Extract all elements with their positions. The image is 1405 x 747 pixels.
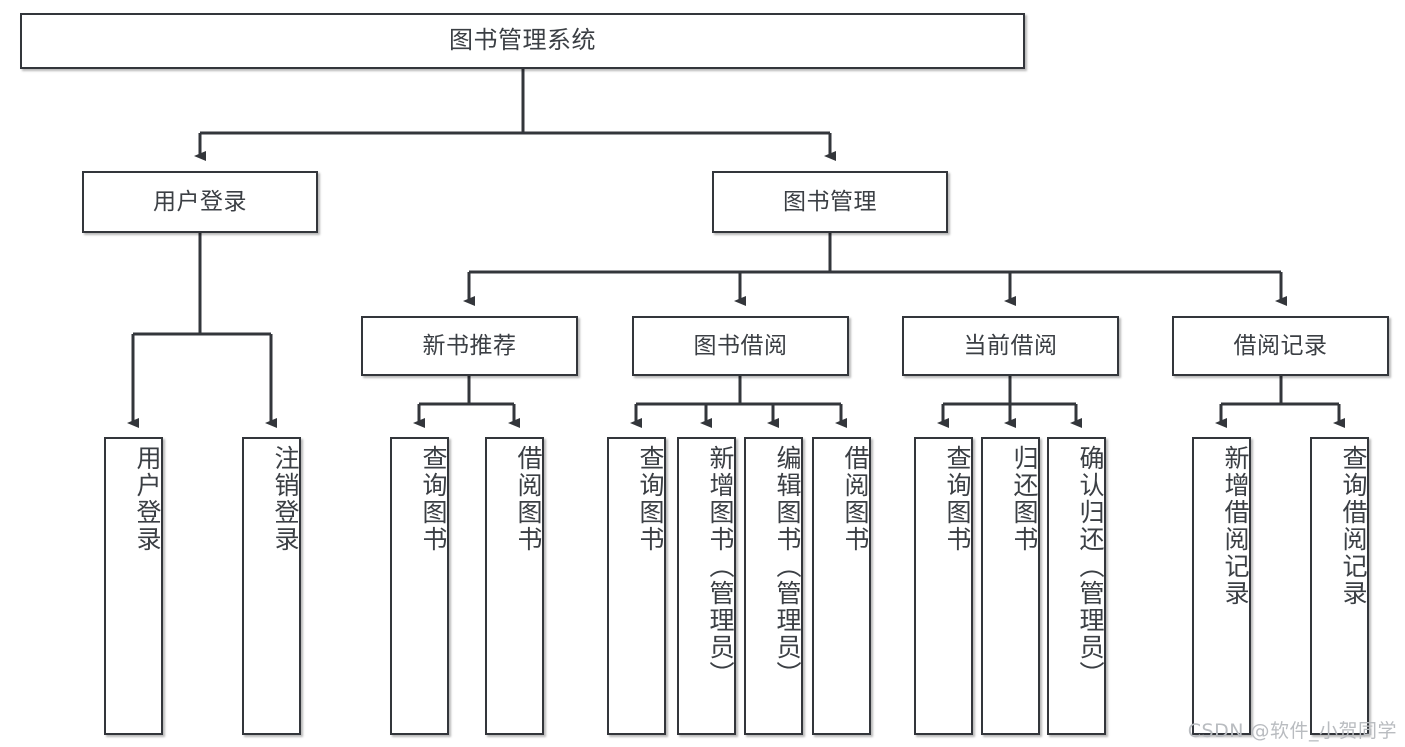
leaf-logout[interactable]: 注销登录 — [242, 437, 301, 735]
node-label: 用户登录 — [133, 445, 162, 553]
leaf-query-book-current[interactable]: 查询图书 — [914, 437, 973, 735]
leaf-user-login[interactable]: 用户登录 — [104, 437, 163, 735]
node-label: 新书推荐 — [422, 332, 517, 359]
node-label: 借阅图书 — [514, 445, 543, 553]
node-label: 注销登录 — [271, 445, 300, 553]
leaf-confirm-return-admin[interactable]: 确认归还（管理员） — [1047, 437, 1106, 735]
leaf-query-book-borrow[interactable]: 查询图书 — [607, 437, 666, 735]
leaf-return-book[interactable]: 归还图书 — [981, 437, 1040, 735]
node-label: 确认归还（管理员） — [1076, 445, 1105, 688]
leaf-borrow-book[interactable]: 借阅图书 — [812, 437, 871, 735]
node-label: 新增借阅记录 — [1221, 445, 1250, 607]
node-label: 用户登录 — [153, 188, 247, 215]
leaf-query-borrow-record[interactable]: 查询借阅记录 — [1310, 437, 1369, 735]
leaf-borrow-book-recommend[interactable]: 借阅图书 — [485, 437, 544, 735]
node-label: 图书管理系统 — [449, 26, 596, 55]
node-book-management[interactable]: 图书管理 — [712, 171, 948, 233]
leaf-edit-book-admin[interactable]: 编辑图书（管理员） — [744, 437, 803, 735]
node-book-borrow[interactable]: 图书借阅 — [632, 316, 849, 376]
node-label: 编辑图书（管理员） — [773, 445, 802, 688]
node-label: 借阅记录 — [1233, 332, 1328, 359]
node-label: 查询图书 — [419, 445, 448, 553]
watermark-text: CSDN @软件_小贺同学 — [1187, 720, 1397, 742]
leaf-add-borrow-record[interactable]: 新增借阅记录 — [1192, 437, 1251, 735]
node-current-borrow[interactable]: 当前借阅 — [902, 316, 1119, 376]
node-new-book-recommend[interactable]: 新书推荐 — [361, 316, 578, 376]
node-label: 当前借阅 — [963, 332, 1058, 359]
node-label: 查询借阅记录 — [1339, 445, 1368, 607]
node-borrow-record[interactable]: 借阅记录 — [1172, 316, 1389, 376]
node-label: 查询图书 — [943, 445, 972, 553]
node-label: 借阅图书 — [841, 445, 870, 553]
node-user-login[interactable]: 用户登录 — [82, 171, 318, 233]
node-root-system[interactable]: 图书管理系统 — [20, 13, 1025, 69]
node-label: 图书管理 — [783, 188, 877, 215]
node-label: 图书借阅 — [693, 332, 788, 359]
node-label: 新增图书（管理员） — [706, 445, 735, 688]
node-label: 归还图书 — [1010, 445, 1039, 553]
leaf-query-book-recommend[interactable]: 查询图书 — [390, 437, 449, 735]
leaf-add-book-admin[interactable]: 新增图书（管理员） — [677, 437, 736, 735]
node-label: 查询图书 — [636, 445, 665, 553]
